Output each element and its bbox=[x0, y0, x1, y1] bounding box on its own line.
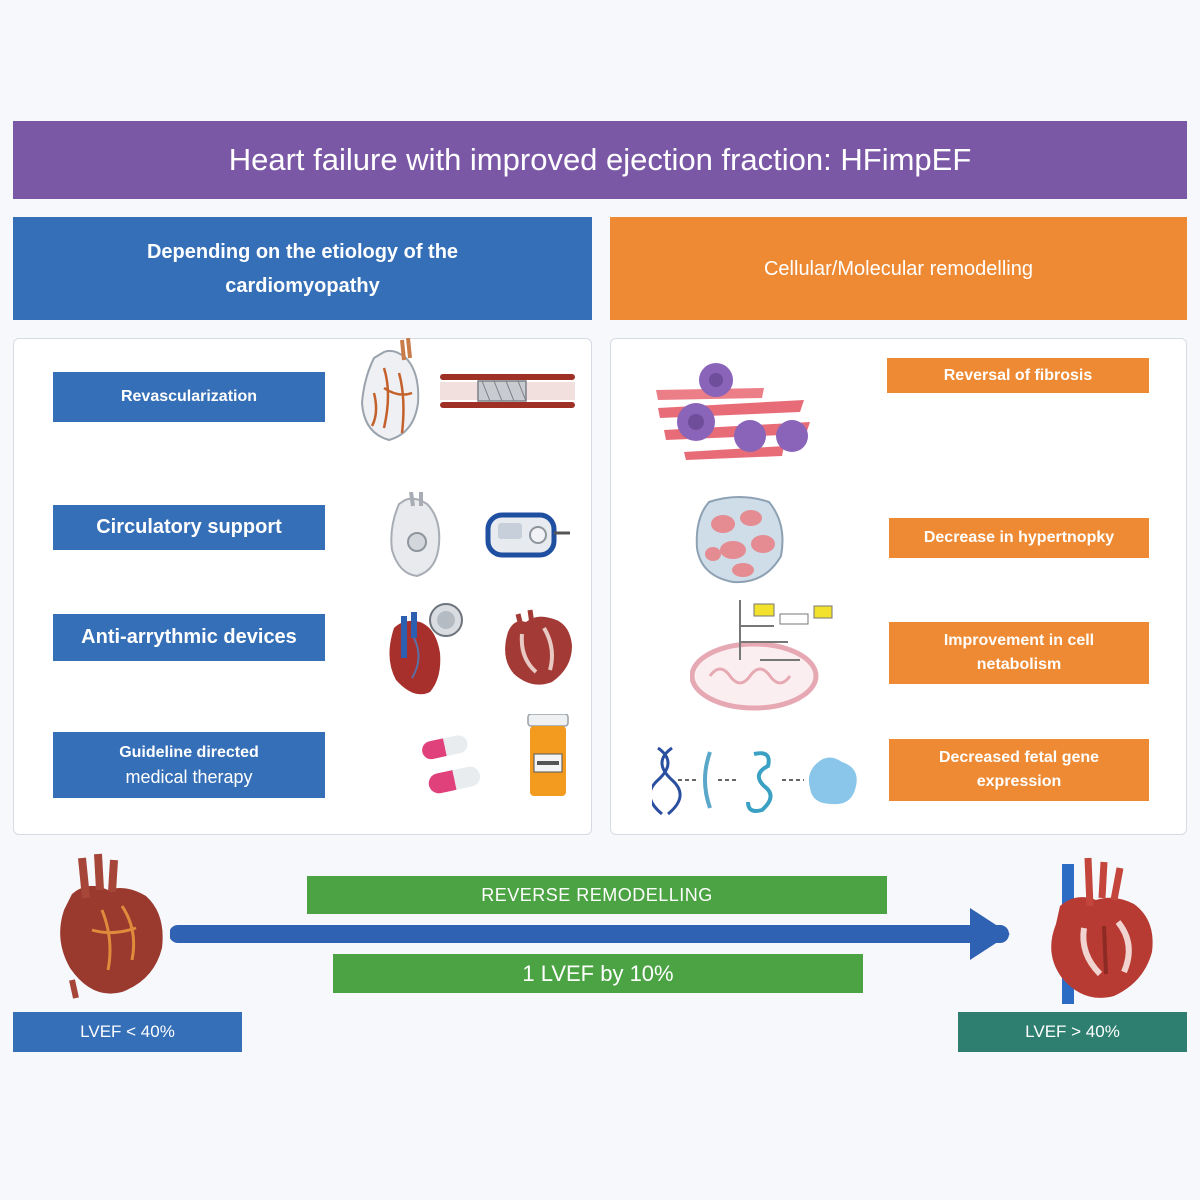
anti-arrythmic-devices-label: Anti-arrythmic devices bbox=[53, 614, 325, 661]
healthy-heart-icon bbox=[1051, 857, 1153, 1004]
medical-therapy-line1: Guideline directed bbox=[119, 744, 259, 761]
page-title: Heart failure with improved ejection fra… bbox=[13, 121, 1187, 199]
fibrosis-cells-icon bbox=[656, 363, 810, 460]
cardiomyocyte-cluster-icon bbox=[695, 496, 784, 584]
medical-therapy-label: Guideline directed medical therapy bbox=[53, 732, 325, 798]
mitochondria-pathway-icon bbox=[690, 600, 833, 711]
pump-console-icon bbox=[485, 512, 570, 558]
lvef-after-label: LVEF > 40% bbox=[958, 1012, 1187, 1052]
medical-therapy-line2: medical therapy bbox=[125, 767, 253, 787]
failing-heart-icon bbox=[60, 853, 163, 999]
cell-metabolism-label: Improvement in cell netabolism bbox=[889, 622, 1149, 684]
stented-artery-icon bbox=[440, 374, 575, 408]
heart-with-pacemaker-icon bbox=[389, 603, 463, 695]
circulatory-support-label: Circulatory support bbox=[53, 505, 325, 550]
pill-bottle-icon bbox=[527, 714, 569, 796]
capsules-icon bbox=[422, 735, 481, 794]
left-column-header: Depending on the etiology of the cardiom… bbox=[13, 217, 592, 320]
reversal-of-fibrosis-label: Reversal of fibrosis bbox=[887, 358, 1149, 393]
coronary-heart-icon bbox=[360, 338, 420, 442]
heart-cross-section-icon bbox=[505, 609, 572, 685]
revascularization-label: Revascularization bbox=[53, 372, 325, 422]
right-column-header: Cellular/Molecular remodelling bbox=[610, 217, 1187, 320]
lvef-change-label: 1 LVEF by 10% bbox=[333, 954, 863, 993]
dna-to-protein-icon bbox=[652, 746, 857, 816]
progress-arrow-icon bbox=[170, 908, 1010, 960]
heart-assist-device-icon bbox=[390, 492, 441, 578]
reverse-remodelling-label: REVERSE REMODELLING bbox=[307, 876, 887, 914]
decrease-hypertrophy-label: Decrease in hypertnopky bbox=[889, 518, 1149, 558]
lvef-before-label: LVEF < 40% bbox=[13, 1012, 242, 1052]
fetal-gene-expression-label: Decreased fetal gene expression bbox=[889, 739, 1149, 801]
